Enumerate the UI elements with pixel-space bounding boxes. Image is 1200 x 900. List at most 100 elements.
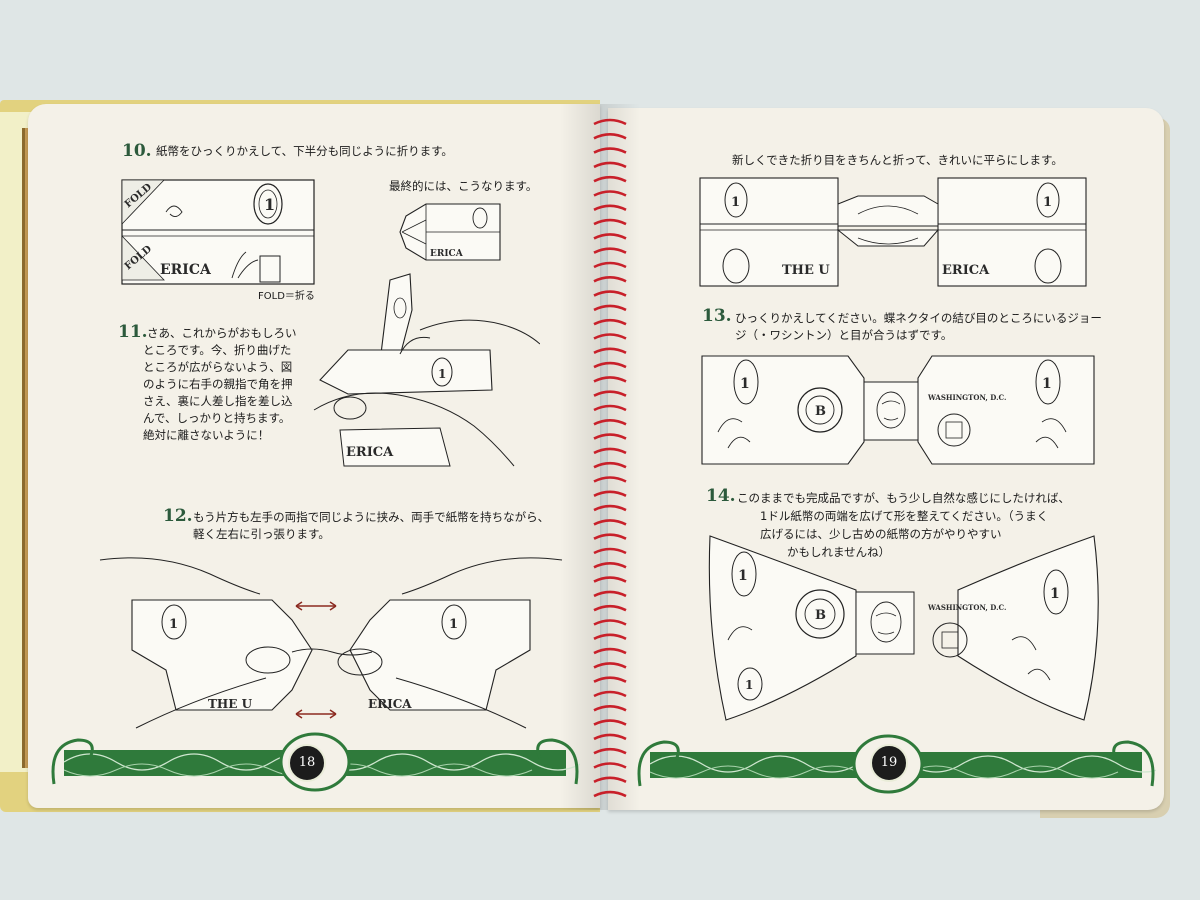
spiral-coil: [594, 149, 626, 153]
bill-denomination-14a: 1: [738, 568, 748, 584]
step-13-bowtie-illustration: B WASHINGTON, D.C. 1 1: [698, 352, 1098, 472]
spiral-coil: [594, 292, 626, 296]
bill-word-12b: ERICA: [368, 697, 412, 711]
step-10-final-illustration: ERICA: [396, 200, 508, 266]
seal-letter-13: B: [815, 404, 826, 419]
bill-text-14: WASHINGTON, D.C.: [927, 603, 1006, 612]
spiral-coil: [594, 206, 626, 210]
step-10-final-caption: 最終的には、こうなります。: [389, 178, 537, 195]
spiral-coil: [594, 492, 626, 496]
bill-denomination-12b: 1: [449, 617, 458, 632]
spiral-coil: [594, 220, 626, 224]
spiral-coil: [594, 721, 626, 725]
spiral-coil: [594, 449, 626, 453]
spiral-coil: [594, 635, 626, 639]
spiral-binding: [590, 112, 630, 802]
bill-denomination-12a: 1: [169, 617, 178, 632]
spiral-coil: [594, 120, 626, 124]
spiral-coil: [594, 163, 626, 167]
step-14-line-2: 1ドル紙幣の両端を広げて形を整えてください。（うまく: [760, 508, 1048, 525]
step-11-line-2: ところです。今、折り曲げた: [143, 342, 291, 359]
bill-word-small: ERICA: [430, 249, 464, 259]
spiral-coil: [594, 277, 626, 281]
spiral-coil: [594, 778, 626, 782]
right-page-number: 19: [870, 744, 908, 782]
spiral-coil: [594, 134, 626, 138]
step-12-line-1: もう片方も左手の両指で同じように挟み、両手で紙幣を持ちながら、: [193, 509, 549, 526]
spiral-coil: [594, 320, 626, 324]
spiral-coil: [594, 520, 626, 524]
spiral-coil: [594, 249, 626, 253]
spiral-coil: [594, 363, 626, 367]
spiral-coil: [594, 749, 626, 753]
step-12-number: 12.: [163, 506, 193, 526]
spiral-coil: [594, 535, 626, 539]
spiral-coil: [594, 692, 626, 696]
spiral-coil: [594, 406, 626, 410]
spiral-coil: [594, 606, 626, 610]
step-13-line-1: ひっくりかえしてください。蝶ネクタイの結び目のところにいるジョー: [735, 310, 1102, 327]
bill-denomination-14c: 1: [745, 678, 753, 692]
bill-denomination-intro-b: 1: [1043, 195, 1052, 210]
step-11-line-3: ところが広がらないよう、図: [143, 359, 292, 376]
step-14-line-1: このままでも完成品ですが、もう少し自然な感じにしたければ、: [737, 490, 1070, 507]
left-page-number: 18: [288, 744, 326, 782]
bill-word-12a: THE U: [208, 697, 253, 711]
step-13-number: 13.: [702, 306, 732, 326]
step-11-line-5: さえ、裏に人差し指を差し込: [143, 393, 293, 410]
bill-text-13: WASHINGTON, D.C.: [927, 393, 1006, 402]
spiral-coil: [594, 549, 626, 553]
bill-denomination-13b: 1: [1042, 376, 1052, 392]
step-11-hand-illustration: 1 ERICA: [300, 270, 540, 470]
spiral-coil: [594, 563, 626, 567]
bill-word-intro-b: ERICA: [942, 263, 990, 278]
step-11-line-6: んで、しっかりと持ちます。: [143, 410, 290, 427]
bill-denomination-13a: 1: [740, 376, 750, 392]
spiral-coil: [594, 663, 626, 667]
bill-denomination-intro-a: 1: [731, 195, 740, 210]
step-11-line-7: 絶対に離さないように！: [143, 427, 269, 444]
step-11-line-1: さあ、これからがおもしろい: [147, 325, 297, 342]
step-intro-text: 新しくできた折り目をきちんと折って、きれいに平らにします。: [732, 152, 1063, 169]
spiral-coil: [594, 706, 626, 710]
step-12-hands-illustration: 1 1 THE U ERICA: [96, 550, 566, 730]
spiral-coil: [594, 306, 626, 310]
spiral-coil: [594, 335, 626, 339]
spiral-coil: [594, 764, 626, 768]
spiral-coil: [594, 478, 626, 482]
spiral-coil: [594, 192, 626, 196]
bill-denomination: 1: [264, 195, 275, 214]
spiral-coil: [594, 735, 626, 739]
step-10-number: 10.: [122, 141, 152, 161]
step-12-line-2: 軽く左右に引っ張ります。: [193, 526, 330, 543]
spiral-coil: [594, 506, 626, 510]
step-14-bowtie-illustration: B WASHINGTON, D.C. 1 1 1: [706, 530, 1106, 730]
spiral-coil: [594, 792, 626, 796]
step-intro-bill-illustration: 1 1 THE U ERICA: [698, 174, 1090, 290]
spiral-coil: [594, 621, 626, 625]
spiral-coil: [594, 435, 626, 439]
spiral-coil: [594, 578, 626, 582]
bill-word: ERICA: [160, 262, 212, 278]
spiral-coil: [594, 463, 626, 467]
bill-word-intro-a: THE U: [782, 263, 830, 278]
bill-denomination-14b: 1: [1050, 586, 1060, 602]
spiral-coil: [594, 392, 626, 396]
spiral-coil: [594, 377, 626, 381]
spiral-coil: [594, 177, 626, 181]
spiral-coil: [594, 349, 626, 353]
step-10-bill-illustration: 1 FOLD FOLD ERICA: [120, 178, 320, 290]
spiral-coil: [594, 592, 626, 596]
step-13-line-2: ジ（・ワシントン）と目が合うはずです。: [735, 327, 952, 344]
bill-denomination-11: 1: [438, 367, 446, 381]
step-11-number: 11.: [118, 322, 148, 342]
step-14-number: 14.: [706, 486, 736, 506]
spiral-coil: [594, 234, 626, 238]
step-10-text: 紙幣をひっくりかえして、下半分も同じように折ります。: [156, 143, 453, 160]
step-11-line-4: のように右手の親指で角を押: [143, 376, 293, 393]
seal-letter-14: B: [815, 608, 826, 623]
bill-word-11: ERICA: [346, 445, 394, 460]
spiral-coil: [594, 263, 626, 267]
spiral-coil: [594, 649, 626, 653]
